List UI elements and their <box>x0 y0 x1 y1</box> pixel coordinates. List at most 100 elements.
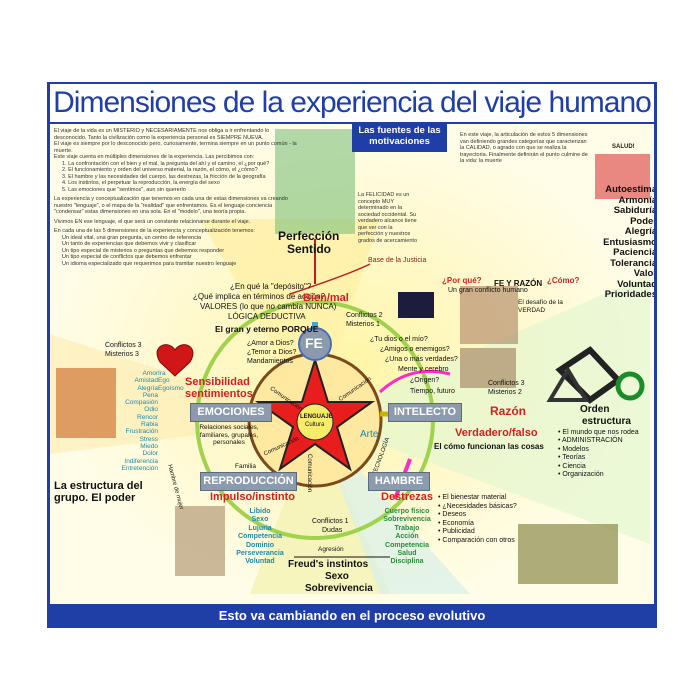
orden-list: • El mundo que nos rodea • ADMINISTRACIÓ… <box>558 429 639 479</box>
impulso-item: Voluntad <box>245 558 275 566</box>
title-bar <box>50 84 654 122</box>
mente-label: Mente y cerebro <box>398 366 449 373</box>
agresion-arrow <box>294 556 390 558</box>
emotion-item: Dolor <box>142 450 158 458</box>
intro-item: Un tipo especial de misterios o pregunta… <box>62 247 225 254</box>
impulso-item: Libido <box>249 508 271 515</box>
destrezas-item: Acción <box>395 533 419 541</box>
emotion-item: Rencor <box>137 413 158 421</box>
conflictos-bottom: Conflictos 1 <box>312 518 349 525</box>
value-item: Tolerancia <box>610 257 654 269</box>
bienestar-item-text: ¿Necesidades básicas? <box>442 502 517 510</box>
conflictos-left: Conflictos 3 <box>105 342 142 349</box>
value-item: Voluntad <box>617 278 654 290</box>
fe-label: FE <box>305 335 323 351</box>
bienestar-item-text: Publicidad <box>442 528 475 536</box>
emotion-list: Amor Amistad Alegría Pena Compasión Odio… <box>118 370 159 472</box>
value-item: Poder <box>630 215 654 227</box>
bienmal-label: Bien/mal <box>303 292 349 304</box>
dudas-label: Dudas <box>322 527 343 534</box>
sentido-label: Sentido <box>287 242 331 256</box>
couple-image <box>175 506 225 576</box>
misterios-left: Misterios 3 <box>105 351 139 358</box>
estructura-left: La estructura del grupo. El poder <box>54 480 143 504</box>
salud-label: SALUD! <box>612 144 635 150</box>
bienestar-item-text: Deseos <box>442 511 467 519</box>
intro-p6: En cada una de las 5 dimensiones de la e… <box>54 228 255 234</box>
razon-label: Razón <box>490 404 526 418</box>
emotion-item: Compasión <box>125 399 158 407</box>
bienestar-list: • El bienestar material • ¿Necesidades b… <box>438 494 517 546</box>
destrezas-item: Disciplina <box>390 558 424 566</box>
question-3: VALORES (lo que no cambia NUNCA) <box>200 302 337 311</box>
intro-item: Un tipo especial de conflictos que debem… <box>62 254 192 260</box>
orden-item-text: El mundo que nos rodea <box>562 429 639 436</box>
bienestar-item-text: El bienestar material <box>442 494 507 501</box>
emotion-item: Egoísmo <box>158 384 184 392</box>
arte-label: Arte <box>360 429 379 440</box>
ray-bottom <box>250 420 390 594</box>
orden-item: • Modelos <box>558 445 589 453</box>
una-mas: ¿Una o más verdades? <box>385 356 458 363</box>
orden-item-text: Ciencia <box>562 462 586 470</box>
amor-dios: ¿Amor a Dios? <box>247 340 294 347</box>
emotion-item: Entretención <box>121 464 159 472</box>
familia-label: Familia <box>235 463 256 470</box>
intro-p5: Vivimos EN ese lenguaje, el que será un … <box>54 218 251 225</box>
amigos: ¿Amigos o enemigos? <box>380 346 450 353</box>
tu-dios: ¿Tu dios o el mío? <box>370 336 428 343</box>
diagram-background <box>50 124 654 604</box>
orden-item-text: Organización <box>562 471 604 479</box>
bienestar-item: • El bienestar material <box>438 494 507 501</box>
orden-label: Orden <box>580 404 610 415</box>
intro-item: 5. Las emociones que "sentimos", aun sin… <box>62 186 186 193</box>
verdadero-label: Verdadero/falso <box>455 427 538 439</box>
intelecto-box: INTELECTO <box>388 403 462 422</box>
emotion-item: Miedo <box>140 442 158 450</box>
poster-footer: Esto va cambiando en el proceso evolutiv… <box>218 608 486 623</box>
como-funcionan: El cómo funcionan las cosas <box>434 442 544 451</box>
emotion-item: Odio <box>144 406 158 414</box>
emotion-item: Rabia <box>141 421 158 429</box>
green-ring <box>615 371 645 401</box>
question-2: ¿Qué implica en términos de acción? <box>193 292 326 301</box>
intro-item: 2. El funcionamiento y orden del univers… <box>62 167 258 173</box>
base-justicia: Base de la Justicia <box>368 257 427 264</box>
destrezas-item: Competencia <box>385 541 429 549</box>
orden-item: • ADMINISTRACIÓN <box>558 437 623 445</box>
intro-item: Un tanto de experiencias que debemos viv… <box>62 241 197 247</box>
porque-label: El gran y eterno PORQUE <box>215 324 319 334</box>
gran-conflicto: Un gran conflicto humano <box>448 287 528 294</box>
orden-item: • El mundo que nos rodea <box>558 429 639 436</box>
reproduccion-box: REPRODUCCIÓN <box>200 472 297 491</box>
ray-right <box>315 274 650 544</box>
mandamientos: Mandamientos <box>247 358 293 365</box>
emotion-item: Pena <box>142 391 158 399</box>
intro-item: 1. La confrontación con el bien y el mal… <box>62 160 270 167</box>
emotion-list-2: Ira Ego Egoísmo <box>158 370 184 392</box>
bienestar-item: • Publicidad <box>438 528 475 536</box>
impulso-item: Sexo <box>251 516 269 524</box>
orden-item-text: Teorías <box>562 454 586 462</box>
star-center <box>296 403 334 441</box>
intro-block: El viaje de la vida es un MISTERIO y NEC… <box>54 128 299 267</box>
brain-image <box>460 348 516 388</box>
value-item: Autoestima <box>605 184 654 195</box>
destrezas-label: Destrezas <box>381 491 433 503</box>
destrezas-item: Sobrevivencia <box>383 516 431 524</box>
bienestar-item: • ¿Necesidades básicas? <box>438 502 517 510</box>
subtitle: Las fuentes de las motivaciones <box>358 125 441 147</box>
sentimientos-label: sentimientos <box>185 388 253 400</box>
por-que-label: ¿Por qué? <box>442 276 482 285</box>
hambre-box: HAMBRE <box>368 472 430 491</box>
intro-item: 4. Los instintos, el perpetuar la reprod… <box>62 180 220 186</box>
fe-razon-label: FE Y RAZÓN <box>494 279 543 288</box>
freud-line-3: Sobrevivencia <box>305 583 373 594</box>
diagram-canvas: Las fuentes de las motivaciones El viaje… <box>50 124 654 604</box>
impulso-item: Lujuria <box>248 524 272 532</box>
space-image <box>398 292 434 318</box>
intro-p3: Este viaje cuenta en múltiples dimension… <box>54 154 255 160</box>
emotion-item: Alegría <box>137 384 158 392</box>
misterios-top: Misterios 1 <box>346 321 380 328</box>
orden-item-text: Modelos <box>562 445 589 453</box>
